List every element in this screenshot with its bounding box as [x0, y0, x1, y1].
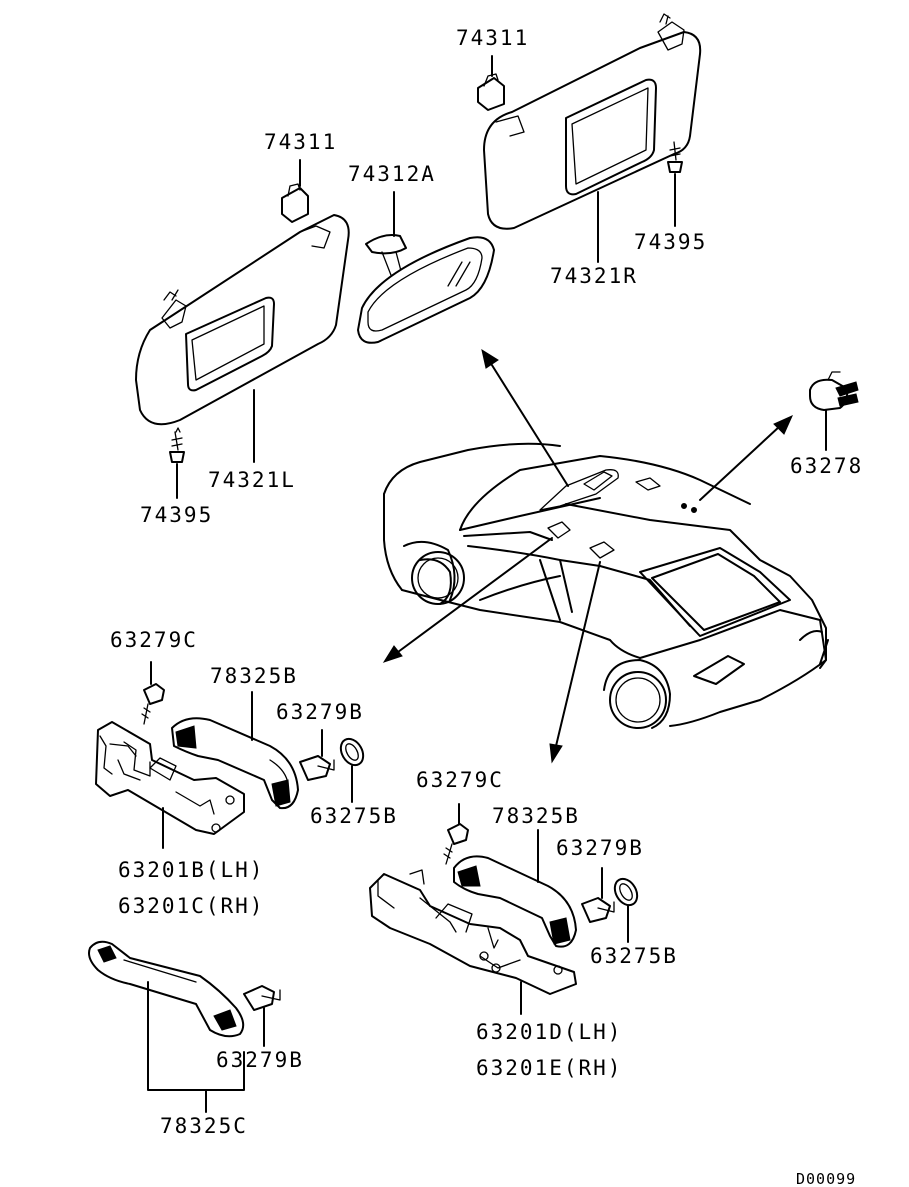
- bolt-b-right: [581, 867, 615, 923]
- visor-clip-right: [477, 55, 505, 111]
- label-bolt-b-right: 63279B: [556, 836, 644, 860]
- pointer-arrows: [382, 348, 793, 764]
- car-illustration: [383, 442, 829, 729]
- label-bracket-lh: 63201B(LH): [118, 858, 265, 882]
- label-bracket-e: 63201E(RH): [476, 1056, 623, 1080]
- label-clip-left: 74311: [264, 130, 338, 154]
- dome-clip: [809, 371, 859, 451]
- label-grip-c: 78325C: [160, 1114, 248, 1138]
- visor-screw-right: [667, 141, 683, 227]
- sun-visor-left: [135, 214, 350, 426]
- label-dome-clip: 63278: [790, 454, 864, 478]
- label-bolt-c-left: 63279C: [110, 628, 198, 652]
- sun-visor-right: [483, 13, 702, 230]
- grip-assembly-left: [95, 661, 299, 849]
- label-grip-b-left: 78325B: [210, 664, 298, 688]
- visor-screw-left: [169, 427, 185, 499]
- visor-clip-left: [281, 159, 309, 223]
- label-bracket-d: 63201D(LH): [476, 1020, 623, 1044]
- assist-grip-c: [88, 940, 245, 1038]
- label-visor-right: 74321R: [550, 264, 638, 288]
- cap-right: [613, 877, 639, 943]
- diagram-id: D00099: [796, 1170, 857, 1187]
- bolt-b-bottom: [243, 985, 281, 1047]
- rear-view-mirror: [357, 191, 495, 344]
- cap-left: [339, 737, 365, 803]
- label-screw-left: 74395: [140, 503, 214, 527]
- label-bolt-c-right: 63279C: [416, 768, 504, 792]
- label-bracket-rh: 63201C(RH): [118, 894, 265, 918]
- label-visor-left: 74321L: [208, 468, 296, 492]
- grip-assembly-right: [369, 803, 577, 1015]
- label-mirror: 74312A: [348, 162, 436, 186]
- label-grip-b-right: 78325B: [492, 804, 580, 828]
- label-cap-right: 63275B: [590, 944, 678, 968]
- label-cap-left: 63275B: [310, 804, 398, 828]
- label-bolt-b-left: 63279B: [276, 700, 364, 724]
- label-clip-right: 74311: [456, 26, 530, 50]
- bolt-b-left: [299, 729, 335, 781]
- label-screw-right: 74395: [634, 230, 708, 254]
- label-bolt-b-bottom: 63279B: [216, 1048, 304, 1072]
- leader-grip-c: [147, 981, 245, 1113]
